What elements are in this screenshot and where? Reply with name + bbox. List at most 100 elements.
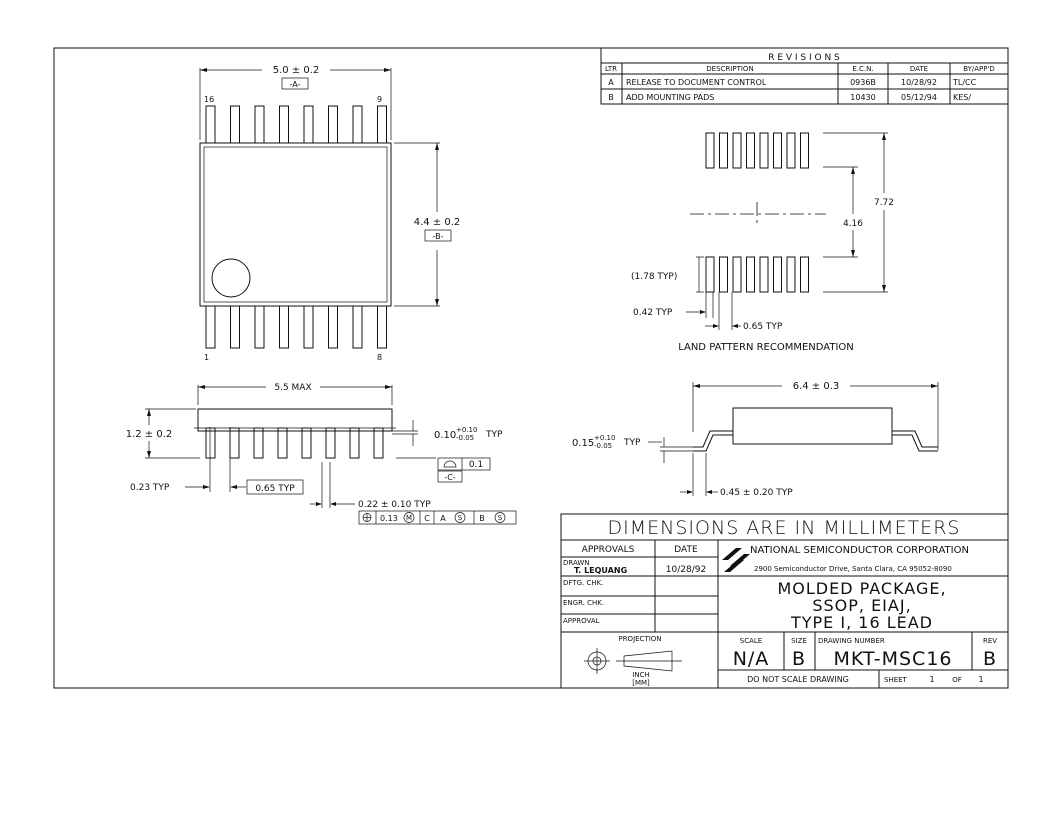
national-logo — [722, 548, 750, 572]
rev-a-by: TL/CC — [952, 78, 977, 87]
package-height-dim: 1.2 ± 0.2 — [126, 429, 173, 440]
drawing-number: MKT-MSC16 — [834, 648, 953, 670]
land-pattern-caption: LAND PATTERN RECOMMENDATION — [678, 342, 854, 353]
lead — [205, 105, 216, 144]
units-banner: DIMENSIONS ARE IN MILLIMETERS — [608, 517, 961, 539]
lead — [230, 105, 240, 144]
rev-header-ecn: E.C.N. — [852, 65, 873, 73]
sheet-label: SHEET — [884, 676, 908, 684]
size-label: SIZE — [791, 637, 807, 645]
land-pad — [786, 256, 796, 293]
sheet-total: 1 — [978, 675, 983, 684]
land-pad — [759, 132, 769, 169]
lead — [230, 305, 240, 349]
land-pitch-dim: 0.65 TYP — [743, 322, 783, 332]
fcf-tolerance: 0.13 — [380, 514, 398, 523]
fcf-datum-c: C — [424, 514, 430, 523]
rev-label: REV — [983, 637, 997, 645]
lead — [279, 105, 289, 144]
fcf-datum-a: A — [440, 514, 446, 523]
land-pad-width-dim: 0.42 TYP — [633, 308, 673, 318]
scale-value: N/A — [733, 648, 770, 670]
rev-b-ecn: 10430 — [850, 93, 875, 102]
dftg-chk-label: DFTG. CHK. — [563, 579, 603, 587]
pin1-label: 1 — [204, 353, 209, 362]
lead — [377, 105, 387, 144]
approval-label: APPROVAL — [563, 617, 600, 625]
lead — [301, 427, 312, 459]
lead — [352, 105, 363, 144]
drawing-title-2: SSOP, EIAJ, — [812, 596, 911, 615]
land-pad — [732, 132, 742, 169]
date-header: DATE — [674, 545, 698, 555]
units-inch: INCH — [632, 671, 649, 679]
rev-a-date: 10/28/92 — [901, 78, 937, 87]
datum-a: -A- — [290, 80, 301, 89]
lead-thickness-plus: +0.10 — [594, 434, 615, 442]
lead-thickness-suffix: TYP — [623, 438, 641, 448]
lead — [377, 305, 387, 349]
lead — [205, 305, 216, 349]
land-pad — [719, 256, 728, 293]
lead — [328, 305, 338, 349]
land-pad — [746, 256, 755, 293]
sheet-number: 1 — [929, 675, 934, 684]
drawing-title-3: TYPE I, 16 LEAD — [790, 613, 933, 632]
rev-a-ecn: 0936B — [850, 78, 876, 87]
size-value: B — [792, 648, 806, 670]
lead-pitch-dim: 0.65 TYP — [255, 484, 295, 494]
scale-label: SCALE — [740, 637, 762, 645]
rev-b-date: 05/12/94 — [901, 93, 937, 102]
lead — [205, 427, 216, 459]
end-body — [732, 407, 893, 445]
rev-a-ltr: A — [608, 78, 614, 87]
rev-header-by: BY/APP'D — [963, 65, 995, 73]
land-pad — [746, 132, 755, 169]
company-name: NATIONAL SEMICONDUCTOR CORPORATION — [750, 545, 969, 556]
land-pad — [759, 256, 769, 293]
rev-header-description: DESCRIPTION — [706, 65, 753, 73]
revisions-title: R E V I S I O N S — [768, 53, 840, 63]
lead — [277, 427, 288, 459]
pin9-label: 9 — [377, 95, 382, 104]
rev-a-description: RELEASE TO DOCUMENT CONTROL — [626, 78, 767, 87]
land-pad — [732, 256, 742, 293]
height-dim: 4.4 ± 0.2 — [414, 217, 461, 228]
lead — [303, 305, 314, 349]
land-pad — [773, 256, 782, 293]
land-gap-dim: 4.16 — [843, 219, 863, 229]
lead — [325, 427, 336, 459]
foot-length-dim: 0.45 ± 0.20 TYP — [720, 488, 793, 498]
max-length-dim: 5.5 MAX — [274, 383, 311, 393]
lead — [349, 427, 360, 459]
lead — [279, 305, 289, 349]
rev-b-by: KES/ — [953, 93, 971, 102]
lead — [303, 105, 314, 144]
drawn-label: DRAWN — [563, 559, 590, 567]
fcf-datum-b: B — [479, 514, 485, 523]
fcf-mod-s2: S — [498, 514, 503, 522]
no-scale-note: DO NOT SCALE DRAWING — [747, 675, 849, 684]
land-pad — [800, 132, 809, 169]
projection-label: PROJECTION — [618, 635, 661, 643]
pin8-label: 8 — [377, 353, 382, 362]
pin1-marker — [211, 258, 251, 298]
rev-b-description: ADD MOUNTING PADS — [626, 93, 714, 102]
land-pad — [800, 256, 809, 293]
package-body — [199, 142, 392, 307]
rev-value: B — [983, 648, 997, 670]
rev-b-ltr: B — [608, 93, 614, 102]
fcf-mod-s1: S — [458, 514, 463, 522]
land-pad-length-dim: (1.78 TYP) — [631, 272, 677, 282]
land-pad — [773, 132, 782, 169]
fcf-mod-m: M — [406, 514, 412, 522]
title-block: DIMENSIONS ARE IN MILLIMETERS APPROVALS … — [560, 513, 1009, 689]
lead — [254, 305, 265, 349]
lead — [229, 427, 240, 459]
land-pad — [705, 132, 715, 169]
standoff-suffix: TYP — [485, 430, 503, 440]
sheet-border — [53, 47, 1009, 689]
rev-header-date: DATE — [910, 65, 928, 73]
flatness-value: 0.1 — [469, 460, 483, 470]
land-pad — [719, 132, 728, 169]
